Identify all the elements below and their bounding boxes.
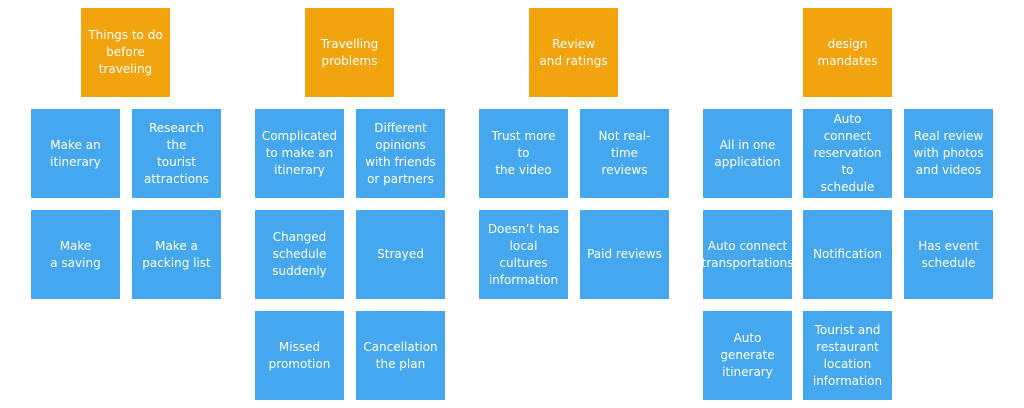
sticky-note: Not real-time reviews [580, 109, 669, 198]
sticky-note: Strayed [356, 210, 445, 299]
sticky-note: Tourist and restaurant location informat… [803, 311, 892, 400]
sticky-note: Different opinions with friends or partn… [356, 109, 445, 198]
sticky-note: Make an itinerary [31, 109, 120, 198]
group-header-travelling-problems: Travelling problems [305, 8, 394, 97]
sticky-note: Changed schedule suddenly [255, 210, 344, 299]
sticky-note: Trust more to the video [479, 109, 568, 198]
sticky-note: Paid reviews [580, 210, 669, 299]
sticky-note: Doesn’t has local cultures information [479, 210, 568, 299]
sticky-note: Missed promotion [255, 311, 344, 400]
sticky-note: Auto connect reservation to schedule [803, 109, 892, 198]
group-header-design-mandates: design mandates [803, 8, 892, 97]
sticky-note: All in one application [703, 109, 792, 198]
sticky-note: Auto generate itinerary [703, 311, 792, 400]
sticky-note: Real review with photos and videos [904, 109, 993, 198]
sticky-note: Make a packing list [132, 210, 221, 299]
sticky-note: Research the tourist attractions [132, 109, 221, 198]
group-header-things-to-do: Things to do before traveling [81, 8, 170, 97]
group-header-review-and-ratings: Review and ratings [529, 8, 618, 97]
sticky-note: Auto connect transportations [701, 210, 794, 299]
sticky-note: Cancellation the plan [356, 311, 445, 400]
sticky-note: Complicated to make an itinerary [255, 109, 344, 198]
sticky-note: Make a saving [31, 210, 120, 299]
sticky-note: Has event schedule [904, 210, 993, 299]
sticky-note: Notification [803, 210, 892, 299]
